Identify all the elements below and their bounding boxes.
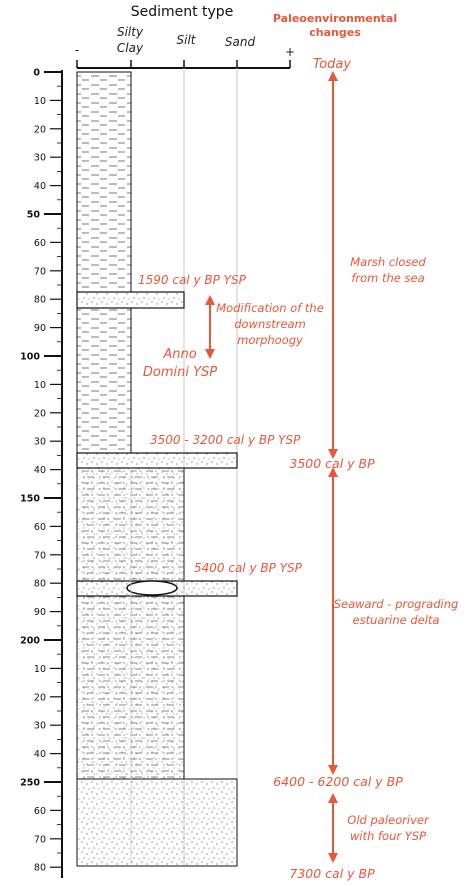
depth-label: 60 [34, 238, 46, 249]
sand-layer-base [76, 778, 238, 867]
paleo-title-line2: changes [309, 26, 361, 39]
old-paleoriver-label-1: Old paleoriver [347, 813, 430, 827]
modification-label-2: downstream [234, 317, 306, 331]
depth-label: 40 [34, 749, 46, 760]
col-sand-label: Sand [225, 35, 256, 49]
depth-label: 10 [34, 380, 46, 391]
sediment-column [76, 71, 238, 867]
depth-axis: 0 10 20 30 40 50 60 70 80 90 100 10 20 30 40 150 60 70 80 9… [20, 68, 63, 878]
depth-label: 100 [20, 352, 40, 363]
col-silty-label-1: Silty [117, 25, 144, 39]
today-label: Today [313, 57, 352, 72]
bp-7300-label: 7300 cal y BP [289, 866, 375, 881]
old-paleoriver-label-2: with four YSP [350, 829, 426, 843]
depth-label: 30 [34, 721, 46, 732]
depth-label: 50 [27, 210, 41, 221]
marsh-label-1: Marsh closed [350, 255, 426, 269]
depth-label: 80 [34, 863, 46, 874]
sediment-type-label: Sediment type [131, 4, 234, 20]
ysp-5400-lens [126, 580, 178, 596]
col-silt-label: Silt [177, 33, 197, 47]
paleo-title-line1: Paleoenvironmental [273, 12, 397, 25]
depth-label: 10 [34, 96, 46, 107]
ysp-band-3500 [76, 452, 238, 469]
modification-label-3: morphoogy [237, 333, 303, 347]
anno-domini-label-2: Domini YSP [143, 365, 217, 380]
seaward-label-2: estuarine delta [353, 613, 440, 627]
depth-label: 150 [20, 494, 40, 505]
marsh-label-2: from the sea [351, 271, 424, 285]
depth-label: 20 [34, 408, 46, 419]
depth-label: 20 [34, 124, 46, 135]
depth-label: 70 [34, 834, 46, 845]
anno-domini-label-1: Anno [162, 347, 196, 362]
grain-size-scale [76, 60, 291, 69]
bp-6400-label: 6400 - 6200 cal y BP [273, 774, 403, 789]
clay-layer-middle [76, 307, 132, 454]
depth-label: 250 [20, 778, 40, 789]
depth-label: 90 [34, 323, 46, 334]
depth-label: 200 [20, 636, 40, 647]
depth-label: 60 [34, 806, 46, 817]
depth-label: 30 [34, 153, 46, 164]
clay-layer-top [76, 71, 132, 293]
plus-sign: + [285, 45, 295, 59]
depth-label: 70 [34, 550, 46, 561]
depth-label: 40 [34, 181, 46, 192]
depth-label: 80 [34, 579, 46, 590]
ysp-5400-label: 5400 cal y BP YSP [194, 561, 303, 575]
depth-label: 0 [33, 68, 40, 79]
depth-label: 20 [34, 692, 46, 703]
col-silty-label-2: Clay [117, 41, 144, 55]
depth-label: 60 [34, 522, 46, 533]
depth-label: 90 [34, 607, 46, 618]
depth-label: 80 [34, 295, 46, 306]
ysp-band-1590 [76, 291, 185, 309]
depth-label: 70 [34, 266, 46, 277]
depth-label: 40 [34, 465, 46, 476]
depth-label: 10 [34, 664, 46, 675]
depth-label: 30 [34, 437, 46, 448]
ysp-1590-label: 1590 cal y BP YSP [138, 273, 247, 287]
ysp-3500-label: 3500 - 3200 cal y BP YSP [150, 433, 301, 447]
modification-label-1: Modification of the [216, 301, 324, 315]
bp-3500-label: 3500 cal y BP [289, 456, 375, 471]
minus-sign: - [75, 43, 79, 57]
seaward-label-1: Seaward - prograding [334, 597, 459, 611]
